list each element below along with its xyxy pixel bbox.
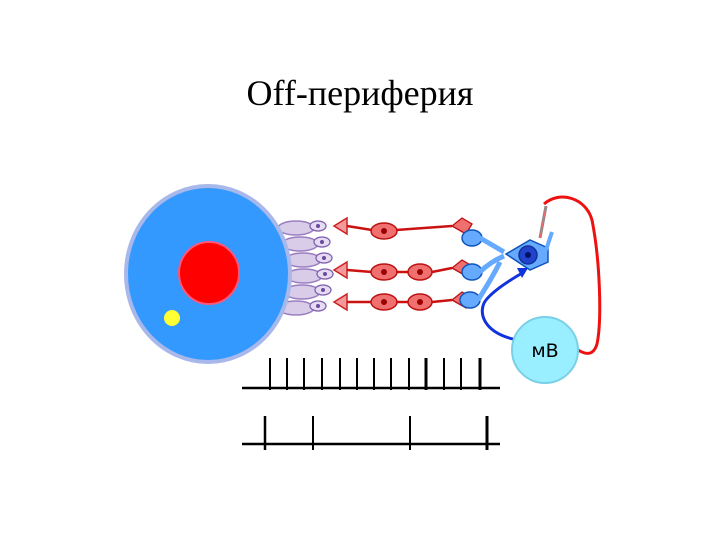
amacrine-cell-layer bbox=[450, 217, 506, 309]
ganglion-cell bbox=[504, 231, 554, 271]
millivoltmeter: мВ bbox=[511, 316, 579, 384]
meter-label: мВ bbox=[531, 340, 558, 362]
blue-wire-arrowhead bbox=[517, 268, 528, 278]
red-wire bbox=[543, 195, 602, 355]
receptive-field bbox=[124, 184, 292, 364]
horizontal-pathways bbox=[395, 224, 453, 311]
center-spot bbox=[178, 241, 240, 305]
slide-title: Off-периферия bbox=[246, 73, 474, 113]
recording-electrode bbox=[538, 205, 548, 239]
spike-trace-background bbox=[242, 358, 500, 390]
blue-wire bbox=[480, 270, 525, 343]
bipolar-cell-layer bbox=[332, 216, 398, 312]
spike-trace-off-response bbox=[242, 416, 500, 450]
light-stimulus-dot bbox=[164, 310, 180, 326]
